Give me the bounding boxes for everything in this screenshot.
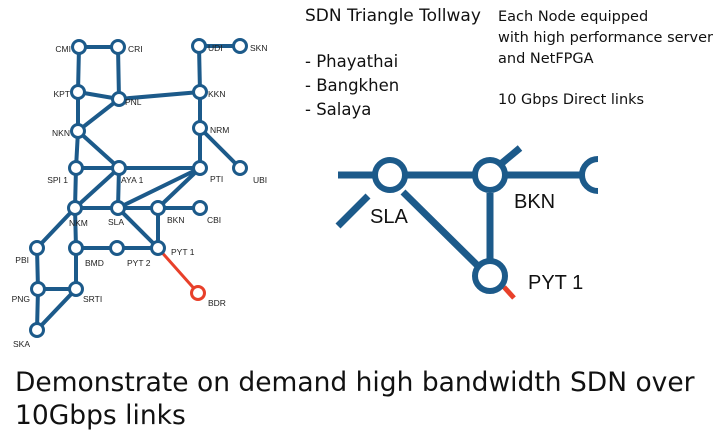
- node-png: [30, 281, 46, 297]
- node-bdr: [190, 285, 206, 301]
- link-pti-bkn: [156, 166, 202, 210]
- link-pyt1-bdr: [156, 247, 200, 294]
- caption-line-1: Demonstrate on demand high bandwidth SDN…: [15, 367, 695, 398]
- note-line-1: Each Node equipped: [498, 9, 649, 25]
- node-aya1: [111, 160, 127, 176]
- node-label-srti: SRTI: [83, 294, 102, 304]
- site-list: - Phayathai - Bangkhen - Salaya: [305, 50, 399, 122]
- zoom-link-southwest: [335, 193, 371, 229]
- link-srti-ska: [35, 287, 78, 332]
- link-nkm-pbi: [35, 206, 77, 250]
- node-skn: [232, 38, 248, 54]
- node-nrm: [192, 120, 208, 136]
- node-label-cbi: CBI: [207, 215, 221, 225]
- zoom-label-pyt1: PYT 1: [528, 272, 583, 294]
- caption: Demonstrate on demand high bandwidth SDN…: [15, 366, 695, 432]
- node-label-cmi: CMI: [55, 44, 71, 54]
- link-cri-pnl: [116, 45, 121, 101]
- node-cri: [110, 39, 126, 55]
- link-nrm-ubi: [198, 126, 242, 170]
- node-pnl: [111, 91, 127, 107]
- link-pnl-kkn: [117, 90, 202, 101]
- node-label-ska: SKA: [13, 339, 30, 349]
- node-label-bkn: BKN: [167, 215, 184, 225]
- zoom-label-sla: SLA: [370, 206, 408, 228]
- node-cbi: [192, 200, 208, 216]
- node-label-pyt1: PYT 1: [171, 247, 195, 257]
- node-pbi: [29, 240, 45, 256]
- node-pti: [192, 160, 208, 176]
- zoom-link-sla-pyt1: [400, 189, 481, 269]
- node-bmd: [68, 240, 84, 256]
- site-bangkhen: - Bangkhen: [305, 76, 400, 95]
- node-pyt1: [150, 240, 166, 256]
- node-label-kpt: KPT: [53, 89, 70, 99]
- link-nkn-aya1: [76, 129, 121, 170]
- map-nodes: CMI CRI UDI SKN KPT PNL KKN NKN NRM SPI 1 AYA 1 PTI…: [12, 38, 267, 349]
- node-label-pti: PTI: [210, 174, 223, 184]
- node-label-sla: SLA: [108, 217, 124, 227]
- zoom-label-bkn: BKN: [514, 191, 555, 213]
- note-line-2: with high performance server: [498, 30, 713, 46]
- node-spi1: [68, 160, 84, 176]
- node-label-nkm: NKM: [69, 218, 88, 228]
- node-label-kkn: KKN: [208, 89, 225, 99]
- node-label-cri: CRI: [128, 44, 143, 54]
- zoom-link-bdr: [502, 285, 516, 300]
- zoom-node-partial: [579, 156, 599, 194]
- note-line-3: and NetFPGA: [498, 51, 594, 67]
- diagram-title: SDN Triangle Tollway: [305, 6, 481, 26]
- node-label-udi: UDI: [208, 43, 223, 53]
- node-label-nkn: NKN: [52, 128, 70, 138]
- link-aya1-nkm: [73, 166, 121, 210]
- node-nkm: [67, 200, 83, 216]
- zoom-node-sla: [372, 157, 408, 193]
- links-note: 10 Gbps Direct links: [498, 92, 645, 108]
- node-note: Each Node equipped with high performance…: [498, 7, 713, 70]
- zoom-link-north: [499, 145, 523, 166]
- link-pti-sla: [116, 166, 202, 210]
- node-sla: [110, 200, 126, 216]
- node-label-pbi: PBI: [15, 255, 29, 265]
- link-sla-pyt1: [116, 206, 160, 250]
- zoom-inset: SLA BKN PYT 1: [335, 145, 599, 300]
- node-label-png: PNG: [12, 294, 30, 304]
- node-srti: [68, 281, 84, 297]
- site-salaya: - Salaya: [305, 100, 372, 119]
- node-nkn: [70, 123, 86, 139]
- node-label-pnl: PNL: [125, 97, 142, 107]
- node-label-ubi: UBI: [253, 175, 267, 185]
- node-label-aya1: AYA 1: [121, 175, 144, 185]
- node-label-bdr: BDR: [208, 298, 226, 308]
- site-phayathai: - Phayathai: [305, 52, 399, 71]
- node-bkn: [150, 200, 166, 216]
- node-label-skn: SKN: [250, 43, 267, 53]
- node-label-spi1: SPI 1: [47, 175, 68, 185]
- node-label-bmd: BMD: [85, 258, 104, 268]
- node-kpt: [70, 84, 86, 100]
- node-label-nrm: NRM: [210, 125, 229, 135]
- node-cmi: [71, 39, 87, 55]
- zoom-node-bkn: [472, 157, 508, 193]
- zoom-node-pyt1: [472, 258, 508, 294]
- node-ubi: [232, 160, 248, 176]
- node-udi: [191, 38, 207, 54]
- link-pnl-nkn: [76, 97, 121, 133]
- node-label-pyt2: PYT 2: [127, 258, 151, 268]
- node-ska: [29, 322, 45, 338]
- caption-line-2: 10Gbps links: [15, 400, 186, 431]
- node-pyt2: [109, 240, 125, 256]
- node-kkn: [192, 84, 208, 100]
